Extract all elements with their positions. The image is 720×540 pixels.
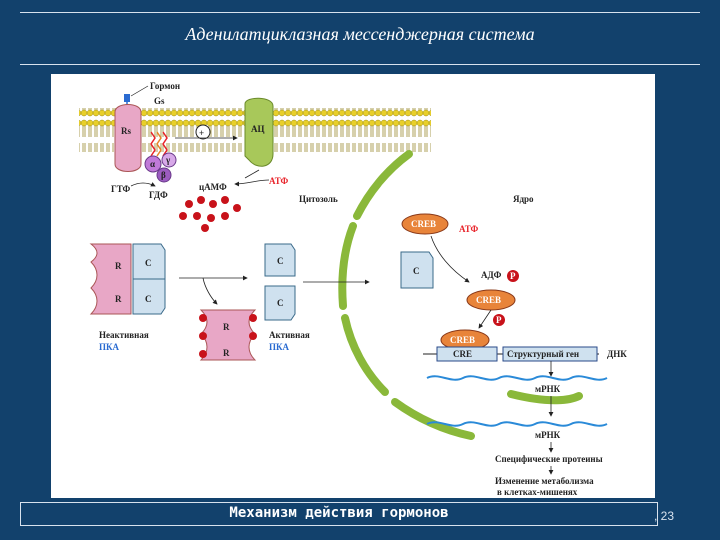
- atp-nucleus-label: АТФ: [459, 224, 479, 234]
- mrna-wave-2: [426, 421, 608, 427]
- diagram-panel: Гормон Gs Rs α γ β + АЦ ГТФ ГДФ цАМФ АТФ…: [51, 74, 655, 498]
- footer-bar: Механизм действия гормонов: [20, 502, 658, 526]
- dna-label: ДНК: [607, 349, 627, 359]
- creb-label-1: CREB: [411, 219, 436, 229]
- g-beta-subunit: [156, 167, 172, 183]
- inactive-label: Неактивная: [99, 330, 149, 340]
- active-c-subunit-1: [264, 243, 296, 277]
- creb-label-3: CREB: [450, 335, 475, 345]
- camp-label: цАМФ: [199, 182, 227, 192]
- phosphate-1: [507, 270, 519, 282]
- phosphate-2: [493, 314, 505, 326]
- pka-active-label: ПКА: [269, 342, 290, 352]
- receptor-rs: [114, 104, 142, 172]
- adp-label: АДФ: [481, 270, 502, 280]
- pka-inactive-label: ПКА: [99, 342, 120, 352]
- cytosol-label: Цитозоль: [299, 194, 338, 204]
- r-label-4: R: [223, 348, 230, 358]
- svg-text:+: +: [199, 128, 204, 138]
- hormone-label: Гормон: [150, 81, 180, 91]
- structural-gene-label: Структурный ген: [507, 349, 579, 359]
- r-label-1: R: [115, 261, 122, 271]
- cre-box: [436, 346, 498, 362]
- adenylate-cyclase: [244, 97, 274, 167]
- gtp-label: ГТФ: [111, 184, 131, 194]
- mrna-label-1: мРНК: [535, 384, 561, 394]
- p-label-1: P: [510, 271, 516, 281]
- active-c-subunit-2: [264, 285, 296, 321]
- gamma-label: γ: [165, 155, 171, 165]
- structural-gene-box: [502, 346, 598, 362]
- r-subunits-camp: [199, 309, 257, 361]
- bound-camp: [199, 314, 257, 358]
- atp-membrane-label: АТФ: [269, 176, 289, 186]
- g-alpha-subunit: [144, 155, 162, 173]
- metabolism-label-2: в клетках-мишенях: [497, 487, 578, 497]
- specific-proteins-label: Специфические протеины: [495, 454, 603, 464]
- cre-label: CRE: [453, 349, 472, 359]
- gs-label: Gs: [154, 96, 165, 106]
- top-rule: [20, 12, 700, 13]
- creb-1: [401, 213, 449, 235]
- mrna-label-2: мРНК: [535, 430, 561, 440]
- mrna-wave-1: [426, 375, 608, 381]
- r-label-2: R: [115, 294, 122, 304]
- hormone-marker: [124, 94, 130, 102]
- c-label-3: C: [277, 256, 284, 266]
- camp-molecules: [179, 196, 241, 232]
- g-gamma-subunit: [161, 152, 177, 168]
- ac-label: АЦ: [251, 124, 265, 134]
- c-label-4: C: [277, 298, 284, 308]
- plus-sign: [195, 124, 211, 140]
- page-number: , 23: [654, 509, 675, 523]
- metabolism-label-1: Изменение метаболизма: [495, 476, 594, 486]
- p-label-2: P: [496, 315, 502, 325]
- active-label: Активная: [269, 330, 310, 340]
- creb-label-2: CREB: [476, 295, 501, 305]
- nucleus-label: Ядро: [513, 194, 534, 204]
- footer-title: Механизм действия гормонов: [229, 505, 449, 521]
- title-underline: [20, 64, 700, 65]
- beta-label: β: [161, 170, 166, 180]
- pka-regulatory-inactive: [89, 243, 132, 315]
- rs-label: Rs: [121, 126, 131, 136]
- r-label-3: R: [223, 322, 230, 332]
- adenylate-cyclase-diagram: Гормон Gs Rs α γ β + АЦ ГТФ ГДФ цАМФ АТФ…: [79, 81, 627, 497]
- c-label-5: C: [413, 266, 420, 276]
- activation-zigzag: [150, 131, 156, 157]
- alpha-label: α: [150, 159, 155, 169]
- c-label-2: C: [145, 294, 152, 304]
- slide-title: Аденилатциклазная мессенджерная система: [185, 24, 535, 44]
- c-subunit-nucleus: [400, 251, 434, 289]
- c-label-1: C: [145, 258, 152, 268]
- gdp-label: ГДФ: [149, 190, 168, 200]
